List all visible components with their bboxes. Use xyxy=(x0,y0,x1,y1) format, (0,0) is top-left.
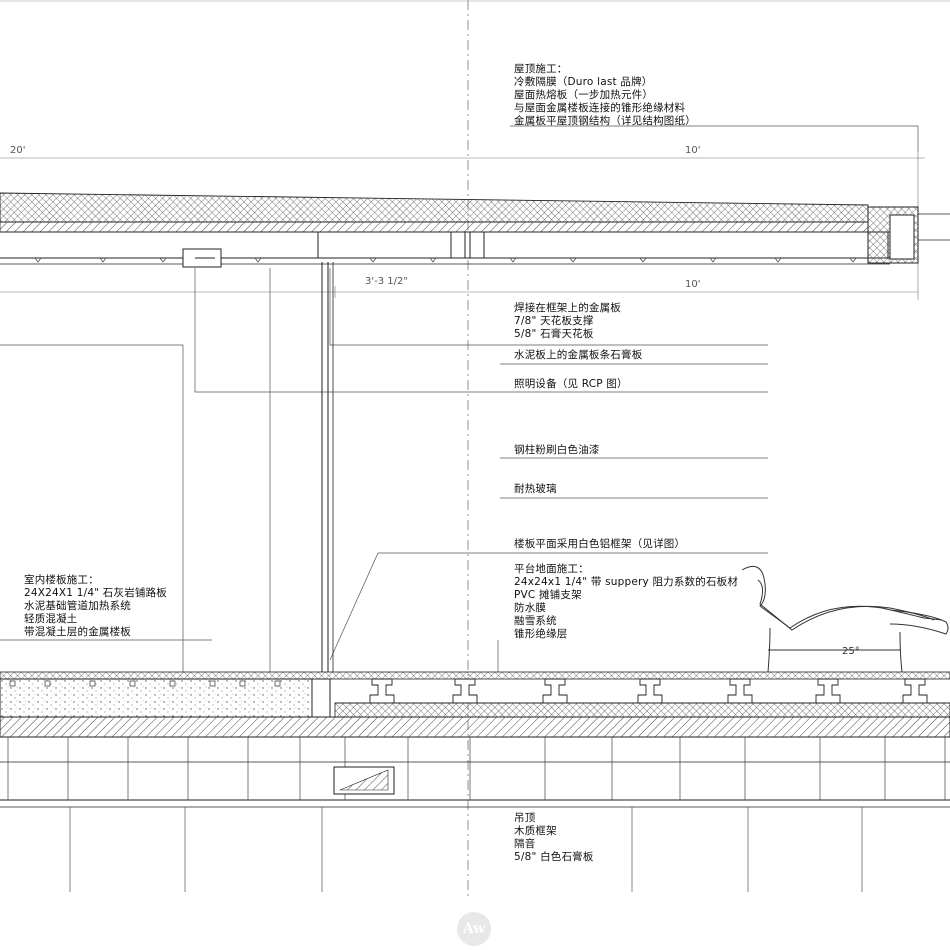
column-note: 钢柱粉刷白色油漆 xyxy=(514,444,600,456)
dim-mid-right: 10' xyxy=(685,279,701,290)
ceiling-note: 焊接在框架上的金属板 7/8" 天花板支撑 5/8" 石膏天花板 xyxy=(514,302,621,340)
steel-column xyxy=(321,262,334,672)
roof-construction-note: 屋顶施工： 冷敷隔膜（Duro last 品牌） 屋面热熔板（一步加热元件） 与… xyxy=(514,63,696,127)
dim-top-right: 10' xyxy=(685,145,701,156)
cement-board-note: 水泥板上的金属板条石膏板 xyxy=(514,349,643,361)
leader-lines xyxy=(0,125,919,672)
floor-assembly xyxy=(0,671,950,892)
indoor-floor-note: 室内楼板施工： 24X24X1 1/4" 石灰岩铺路板 水泥基础管道加热系统 轻… xyxy=(24,574,167,638)
terrace-floor-note: 平台地面施工： 24x24x1 1/4" 带 suppery 阻力系数的石板材 … xyxy=(514,563,739,640)
roof-assembly xyxy=(0,192,950,268)
suspended-ceiling-note: 吊顶 木质框架 隔音 5/8" 白色石膏板 xyxy=(514,812,594,863)
aluminum-frame-note: 楼板平面采用白色铝框架（见详图） xyxy=(514,538,686,550)
dim-mid-center: 3'-3 1/2" xyxy=(365,276,408,287)
lighting-note: 照明设备（见 RCP 图） xyxy=(514,378,628,390)
chair-angle-label: 25° xyxy=(842,646,860,657)
watermark-logo: Aw xyxy=(457,912,491,946)
lounge-chair xyxy=(741,565,949,673)
dim-top-left: 20' xyxy=(10,145,26,156)
dimension-lines xyxy=(0,152,925,300)
glass-note: 耐热玻璃 xyxy=(514,483,557,495)
